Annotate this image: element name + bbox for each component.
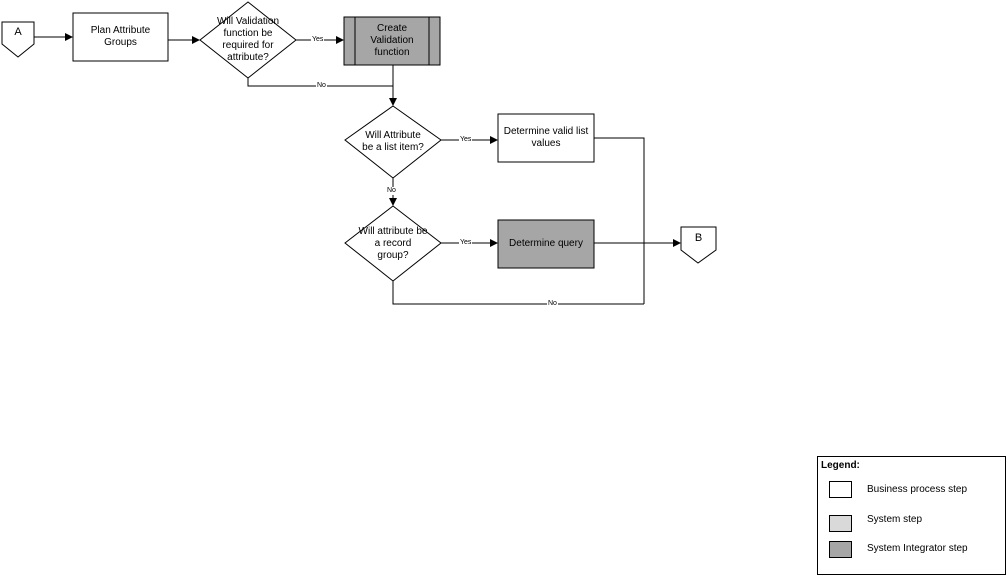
record-no-label: No	[547, 300, 558, 308]
list-yes-label: Yes	[459, 136, 473, 144]
offpage-connector-a	[1, 21, 35, 58]
legend: Legend: Business process step System ste…	[817, 456, 1006, 575]
legend-swatch-business	[829, 481, 852, 498]
list-no-label: No	[386, 187, 397, 195]
legend-title: Legend:	[821, 460, 860, 471]
determine-valid-list-values-box	[497, 113, 595, 163]
record-yes-label: Yes	[459, 239, 473, 247]
list-item-decision-diamond	[344, 105, 442, 179]
edge-list-values-to-merge	[594, 137, 645, 304]
validation-no-label: No	[316, 82, 327, 90]
create-validation-function-box	[343, 16, 441, 66]
legend-swatch-integrator	[829, 541, 852, 558]
determine-query-box	[497, 219, 595, 269]
record-group-decision-diamond	[344, 205, 442, 282]
legend-label-business: Business process step	[867, 484, 968, 495]
validation-yes-label: Yes	[311, 36, 325, 44]
legend-label-system: System step	[867, 514, 923, 525]
plan-attribute-groups-box	[72, 12, 169, 62]
edge-record-no	[392, 281, 644, 305]
edge-validation-no	[247, 78, 393, 87]
legend-label-integrator: System Integrator step	[867, 543, 968, 554]
legend-swatch-system	[829, 515, 852, 532]
validation-decision-diamond	[199, 1, 297, 79]
offpage-connector-b	[680, 226, 717, 264]
